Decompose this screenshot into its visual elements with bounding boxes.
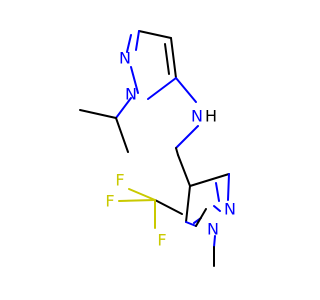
- isopropyl-group: [79, 97, 132, 153]
- atom-n-bottom-a: N: [224, 200, 236, 219]
- amine-linker: [175, 77, 199, 156]
- atom-amine-h: H: [205, 107, 217, 126]
- atom-f1: F: [115, 171, 124, 190]
- atom-f3: F: [157, 231, 166, 250]
- bond: [79, 109, 117, 119]
- bond: [175, 77, 197, 103]
- bond: [164, 43, 170, 75]
- bond: [115, 97, 132, 119]
- bond: [185, 221, 197, 227]
- bond: [175, 147, 179, 156]
- bond: [213, 205, 221, 212]
- bond: [170, 37, 177, 79]
- bond: [189, 173, 230, 187]
- bond: [175, 125, 199, 149]
- bond: [118, 199, 156, 202]
- bond: [147, 77, 177, 100]
- bond: [138, 30, 172, 39]
- bond: [215, 182, 220, 202]
- bond: [126, 34, 132, 53]
- bond: [115, 117, 129, 153]
- atom-n-bottom-b: N: [207, 220, 219, 239]
- bond: [135, 30, 140, 51]
- bond: [177, 154, 191, 187]
- bottom-pyrazole-ring: [177, 154, 230, 267]
- atom-n2-top: N: [125, 85, 137, 104]
- bond: [154, 199, 183, 215]
- atom-f2: F: [105, 192, 114, 211]
- bond: [128, 188, 156, 201]
- top-pyrazole-ring: [126, 30, 177, 100]
- bond: [195, 208, 207, 227]
- bond: [213, 235, 216, 248]
- atom-amine-n: N: [191, 107, 203, 126]
- trifluoromethyl-group: [118, 188, 183, 229]
- bond: [227, 173, 230, 201]
- bond: [185, 185, 191, 223]
- molecule-structure: N N N H N N F F F: [79, 30, 236, 267]
- atom-n1-top: N: [119, 49, 131, 68]
- bond: [130, 66, 139, 94]
